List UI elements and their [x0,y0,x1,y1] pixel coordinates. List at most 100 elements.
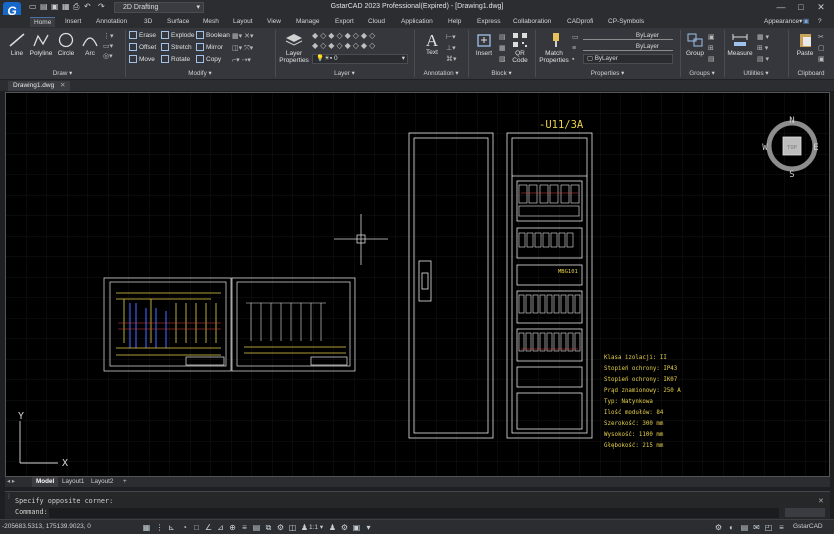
close-window-button[interactable]: ✕ [817,2,825,12]
tab-surface[interactable]: Surface [167,18,190,25]
tab-insert[interactable]: Insert [65,18,82,25]
appearance-menu[interactable]: Appearance▾ [764,18,803,25]
tab-model[interactable]: Model [32,477,59,487]
schematic-sheet-left[interactable] [103,277,232,372]
group-button[interactable]: Group [684,32,706,57]
minimize-button[interactable]: — [776,2,786,12]
paste-button[interactable]: Paste [794,32,816,57]
groups-more-icons[interactable]: ▣⊞▤ [708,34,715,63]
annotation-more-icons[interactable]: ⊢▾⊥▾⌘▾ [446,34,457,63]
cabinet-interior[interactable] [506,132,593,439]
clipboard-more-icons[interactable]: ✂▢▣ [818,34,825,63]
mirror-button[interactable]: Mirror [196,43,223,52]
transparency-icon[interactable]: ▤ [252,523,261,532]
lineweight-dropdown[interactable]: ▢ ByLayer [583,54,673,64]
cabinet-door[interactable] [408,132,494,439]
save-icon[interactable]: ▣ [51,2,59,11]
linetype-dropdown[interactable]: ByLayer [583,42,673,51]
tab-home[interactable]: Home [30,17,56,27]
stretch-button[interactable]: Stretch [161,43,192,52]
tab-application[interactable]: Application [401,18,433,25]
add-layout-button[interactable]: + [123,478,127,485]
new-file-icon[interactable]: ▭ [29,2,37,11]
draw-more-icons[interactable]: ⋮▾▭▾◎▾ [103,33,114,60]
annotation-visibility-icon[interactable]: ♟ [300,523,309,532]
tab-cp-symbols[interactable]: CP-Symbols [608,18,645,25]
drawing-canvas[interactable]: -U11/3A MBG101 Klasa izolacji: II Stopie… [5,92,830,477]
redo-icon[interactable]: ↷ [98,2,105,11]
undo-icon[interactable]: ↶ [84,2,91,11]
command-window-handle[interactable]: ⋮ [6,494,12,500]
clipboard-group-label[interactable]: Clipboard [788,69,834,78]
command-scrollbar[interactable] [785,508,825,517]
tab-annotation[interactable]: Annotation [96,18,128,25]
otrack-toggle-icon[interactable]: ∠ [204,523,213,532]
utilities-more-icons[interactable]: ▦ ▾⊞ ▾▤ ▾ [757,34,770,63]
move-button[interactable]: Move [129,55,155,64]
tab-export[interactable]: Export [335,18,354,25]
rotate-button[interactable]: Rotate [161,55,190,64]
modify-more-icons[interactable]: ▦▾ ✕▾◫▾ ⤧▾⌐▾ ⇢▾ [232,33,254,64]
close-tab-icon[interactable]: ✕ [60,82,66,89]
layout-nav-icons[interactable]: ◂ ▸ [7,478,16,485]
offset-button[interactable]: Offset [129,43,156,52]
explode-button[interactable]: Explode [161,31,195,40]
print-icon[interactable]: ⎙ [73,2,80,11]
customize-icon[interactable]: ▾ [366,523,371,532]
dyn-input-icon[interactable]: ⊕ [229,523,236,532]
snap-toggle-icon[interactable]: ⋮ [155,523,164,532]
maximize-button[interactable]: □ [798,2,804,12]
circle-button[interactable]: Circle [54,32,78,57]
tab-collaboration[interactable]: Collaboration [513,18,552,25]
layer-tool-icons[interactable]: ◆◇◆◇◆◇◆◇◆◇◆◇◆◇◆◇ [312,31,378,50]
close-command-icon[interactable]: ✕ [818,498,824,505]
draw-group-label[interactable]: Draw ▾ [52,70,73,77]
clean-screen-icon[interactable]: ▤ [740,523,749,532]
grid-toggle-icon[interactable]: ▦ [142,523,151,532]
measure-button[interactable]: Measure [727,32,753,57]
command-input[interactable] [49,508,779,518]
arc-button[interactable]: Arc [79,32,101,57]
tab-mesh[interactable]: Mesh [203,18,219,25]
help-icon[interactable]: ? [818,18,822,25]
selection-cycling-icon[interactable]: ⧉ [265,523,272,532]
block-more-icons[interactable]: ▤▦▧ [499,34,506,63]
insert-block-button[interactable]: Insert [472,32,496,57]
annotation-group-label[interactable]: Annotation ▾ [423,70,459,77]
erase-button[interactable]: Erase [129,31,156,40]
tab-layout2[interactable]: Layout2 [91,478,114,485]
copy-button[interactable]: Copy [196,55,221,64]
color-dropdown[interactable]: ByLayer [583,31,673,40]
tab-3d[interactable]: 3D [144,18,153,25]
isolate-objects-icon[interactable]: ◐ [729,523,734,532]
annotation-monitor-icon[interactable]: ⚙ [276,523,285,532]
workspace-selector[interactable]: 2D Drafting▾ [114,2,204,13]
polyline-button[interactable]: Polyline [28,32,54,57]
tab-view[interactable]: View [267,18,281,25]
layer-dropdown[interactable]: 💡☀▪ 0▾ [312,54,408,64]
modify-group-label[interactable]: Modify ▾ [188,70,212,77]
qr-code-button[interactable]: QR Code [509,32,531,64]
lock-icon[interactable]: ▣ [352,523,361,532]
tab-layout[interactable]: Layout [233,18,253,25]
line-button[interactable]: Line [5,32,29,57]
ribbon-options-icon[interactable]: ▣ [803,18,810,25]
polar-toggle-icon[interactable]: ◔ [182,523,187,532]
tab-manage[interactable]: Manage [296,18,320,25]
ortho-toggle-icon[interactable]: ⊾ [168,523,175,532]
open-file-icon[interactable]: ▤ [40,2,48,11]
properties-side-icons[interactable]: ▭≡▪ [572,34,579,63]
workspace-switch-icon[interactable]: ⚙ [340,523,349,532]
fullscreen-icon[interactable]: ◰ [764,523,773,532]
model-space-icon[interactable]: ◫ [288,523,297,532]
tab-cloud[interactable]: Cloud [368,18,385,25]
tab-express[interactable]: Express [477,18,501,25]
lineweight-toggle-icon[interactable]: ≡ [242,523,247,532]
auto-scale-icon[interactable]: ♟ [328,523,337,532]
osnap-toggle-icon[interactable]: □ [194,523,199,532]
match-properties-button[interactable]: Match Properties [539,32,569,64]
tab-cadprofi[interactable]: CADprofi [567,18,594,25]
hardware-acceleration-icon[interactable]: ⚙ [714,523,723,532]
dyn-ucs-icon[interactable]: ⊿ [217,523,224,532]
notification-icon[interactable]: ✉ [753,523,760,532]
